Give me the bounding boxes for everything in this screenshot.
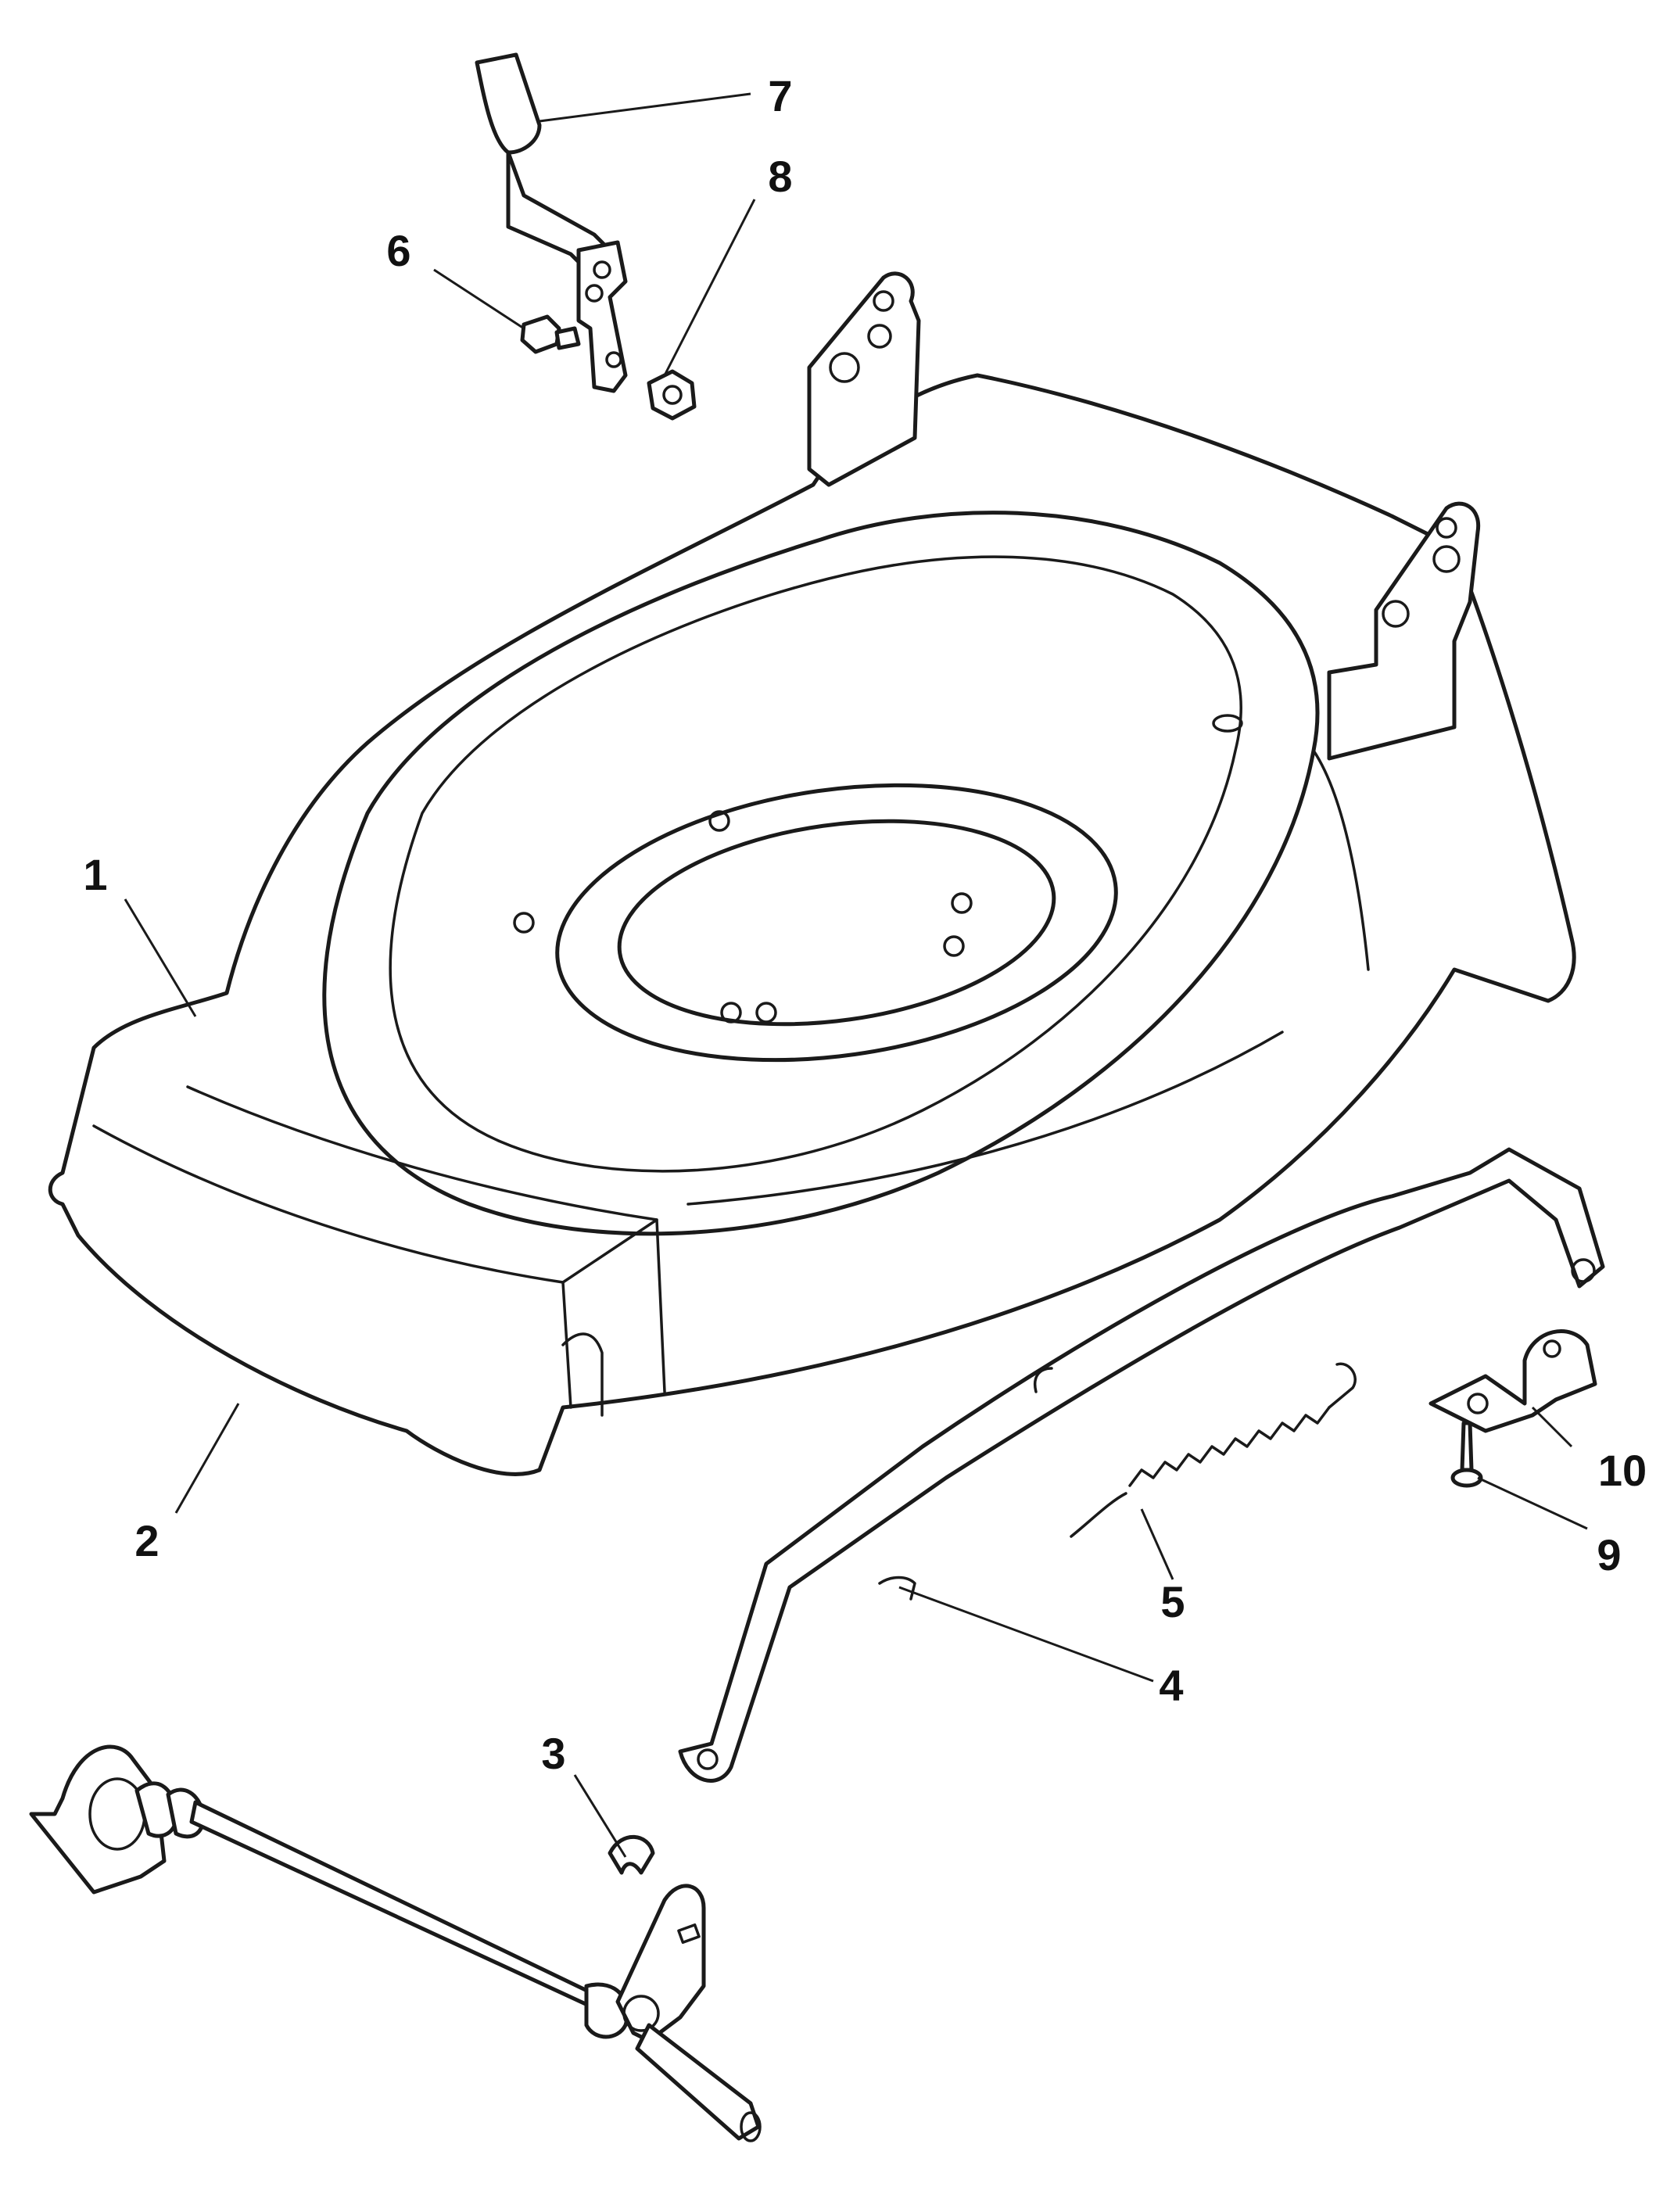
callout-3: 3 <box>541 1729 565 1778</box>
callout-10: 10 <box>1598 1446 1647 1495</box>
callout-7: 7 <box>768 71 792 120</box>
deck-housing <box>48 271 1576 1476</box>
callout-4: 4 <box>1159 1661 1183 1710</box>
rear-height-bar <box>678 1147 1605 1783</box>
height-adjuster-lever <box>475 52 628 393</box>
callout-1: 1 <box>83 850 107 899</box>
clamp-bracket <box>1428 1329 1597 1433</box>
bolt <box>520 314 581 354</box>
callout-6: 6 <box>386 226 410 275</box>
tension-spring <box>1034 1362 1357 1538</box>
callout-9: 9 <box>1597 1530 1621 1579</box>
nut <box>647 369 697 421</box>
callout-2: 2 <box>134 1516 159 1565</box>
leader-lines <box>124 92 1588 1858</box>
callout-5: 5 <box>1160 1577 1185 1626</box>
retaining-clip <box>608 1834 655 1875</box>
screw <box>1450 1421 1483 1488</box>
callout-numbers: 1 2 3 4 5 6 7 8 9 10 <box>83 71 1647 1778</box>
callout-8: 8 <box>768 152 792 201</box>
front-axle <box>29 1744 762 2142</box>
